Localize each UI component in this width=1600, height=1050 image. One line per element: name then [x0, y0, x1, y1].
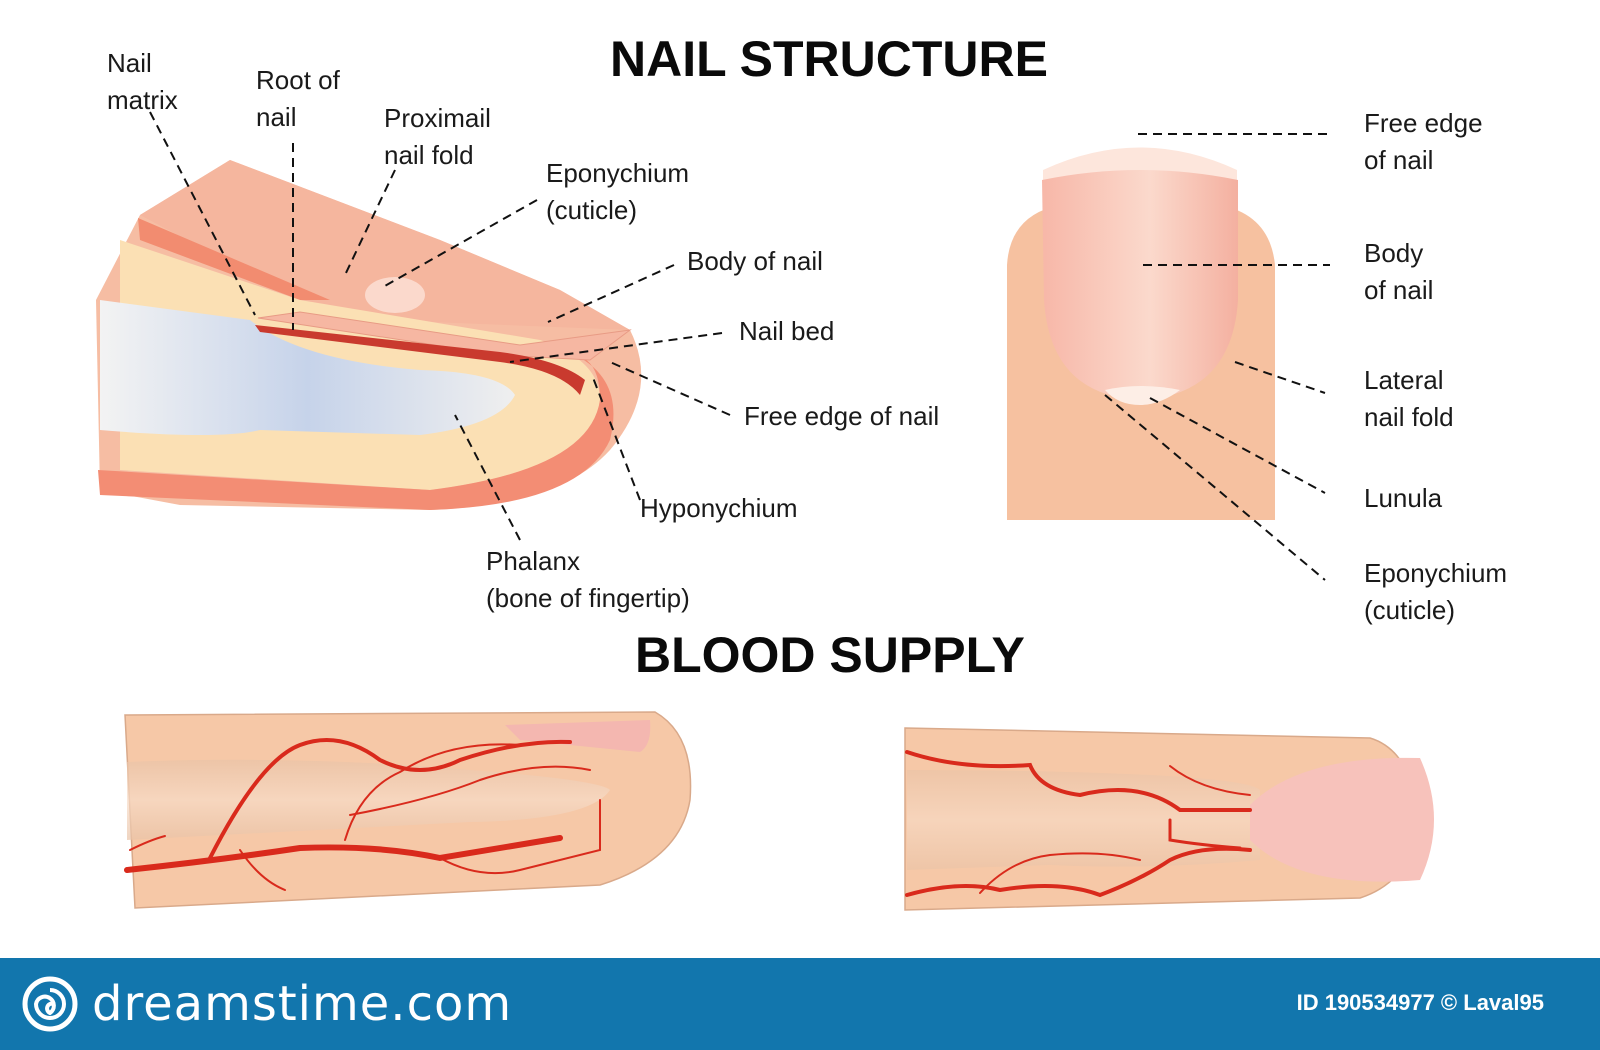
artery-top-upper [905, 750, 1252, 812]
label-body-of-nail-side: Body of nail [687, 246, 823, 276]
leader-body-of-nail [547, 264, 675, 323]
bone-band [127, 759, 610, 840]
artery-branch-3 [129, 835, 166, 851]
label-hyponychium: Hyponychium [640, 493, 798, 523]
brand-logo[interactable]: dreamstime.com [22, 976, 512, 1032]
nail-plate-top [1250, 757, 1434, 882]
nail-tip [505, 720, 651, 752]
artery-branch-1 [344, 743, 521, 841]
arteries-top [905, 750, 1252, 898]
blood-supply-title: BLOOD SUPPLY [635, 627, 1025, 683]
label-eponychium-side: Eponychium (cuticle) [546, 158, 690, 225]
label-root-of-nail: Root of nail [256, 65, 340, 132]
leader-nail-bed [509, 332, 723, 363]
artery-top-mid [1168, 818, 1242, 850]
phalanx-bone [100, 300, 515, 435]
top-view-diagram [1007, 147, 1275, 520]
artery-top-branch-b [1169, 765, 1251, 796]
label-lunula: Lunula [1364, 483, 1443, 513]
arteries-side [124, 738, 601, 891]
leader-proximal-fold [344, 169, 396, 276]
leader-lines [149, 111, 1330, 581]
lunula-top [1105, 386, 1180, 405]
nail-structure-title: NAIL STRUCTURE [610, 31, 1048, 87]
artery-top-lower [905, 846, 1252, 898]
spiral-logo-icon [22, 976, 78, 1032]
leader-free-edge [609, 361, 731, 416]
artery-branch-2 [349, 765, 591, 816]
leader-top-eponychium [1104, 394, 1326, 581]
blood-supply-top-diagram [904, 727, 1434, 911]
artery-arch [208, 738, 572, 860]
outer-skin-bottom [98, 355, 614, 510]
dermis-layer [138, 218, 330, 300]
leader-top-lunula [1149, 397, 1326, 494]
blood-supply-side-diagram [124, 711, 692, 909]
nail-fold-top [140, 160, 630, 330]
artery-main [124, 835, 563, 873]
artery-branch-4 [239, 849, 286, 891]
label-nail-matrix: Nail matrix [107, 48, 178, 115]
bone-band-top [907, 770, 1260, 870]
leader-top-lateral [1234, 361, 1326, 394]
label-lateral-nail-fold: Lateral nail fold [1364, 365, 1454, 432]
nail-body-top [1042, 170, 1238, 400]
label-body-of-nail-top: Body of nail [1364, 238, 1434, 305]
label-free-edge-side: Free edge of nail [744, 401, 940, 431]
brand-name: dreamstime.com [92, 976, 513, 1032]
lunula-side [365, 277, 425, 313]
label-free-edge-top: Free edge of nail [1364, 108, 1483, 175]
label-eponychium-top: Eponychium (cuticle) [1364, 558, 1508, 625]
image-credit: ID 190534977 © Laval95 [1296, 990, 1544, 1015]
leader-nail-matrix [149, 111, 256, 316]
side-view-diagram [96, 160, 642, 510]
label-nail-bed: Nail bed [739, 316, 835, 346]
label-proximal-nail-fold: Proximail nail fold [384, 103, 491, 170]
artery-branch-5 [439, 799, 601, 875]
illustration-canvas [96, 111, 1434, 911]
label-phalanx: Phalanx (bone of fingertip) [486, 546, 690, 613]
nail-bed-band [255, 325, 585, 395]
artery-top-branch-a [979, 852, 1141, 894]
watermark-footer: dreamstime.com ID 190534977 © Laval95 [0, 958, 1600, 1050]
leader-phalanx [454, 414, 521, 541]
leader-hyponychium [591, 374, 641, 501]
